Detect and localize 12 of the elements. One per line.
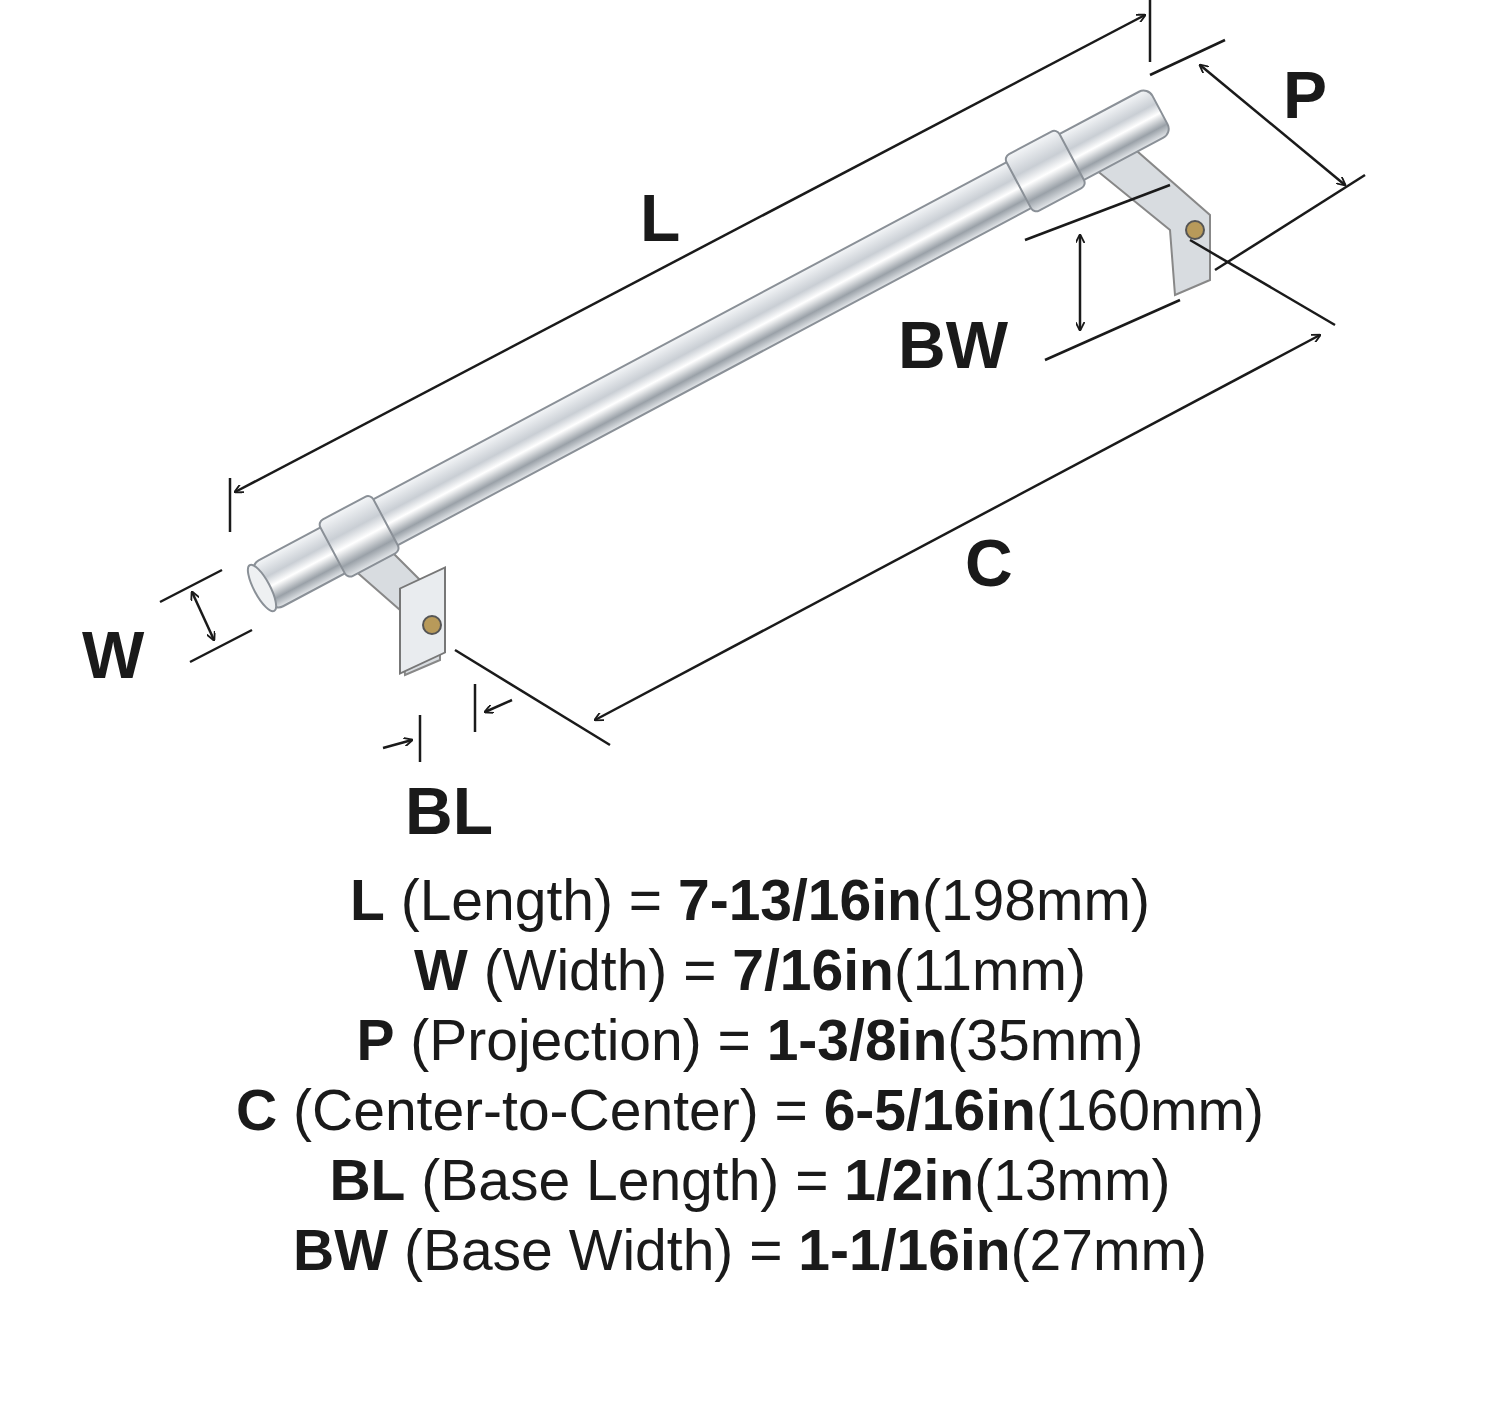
specification-text: BW (Base Width) = 1-1/16in(27mm): [293, 1218, 1207, 1282]
dimension-label: L: [640, 185, 681, 251]
specification-text: L (Length) = 7-13/16in(198mm): [350, 868, 1150, 932]
specification-text: P (Projection) = 1-3/8in(35mm): [356, 1008, 1144, 1072]
specification-text: C (Center-to-Center) = 6-5/16in(160mm): [236, 1078, 1264, 1142]
dimension-label: BL: [405, 778, 493, 844]
specification-text: W (Width) = 7/16in(11mm): [414, 938, 1086, 1002]
dimension-label: P: [1283, 62, 1328, 128]
dimension-label: C: [965, 530, 1013, 596]
dimension-label: W: [82, 622, 145, 688]
specification-text: BL (Base Length) = 1/2in(13mm): [329, 1148, 1171, 1212]
dimension-label: BW: [898, 312, 1008, 378]
